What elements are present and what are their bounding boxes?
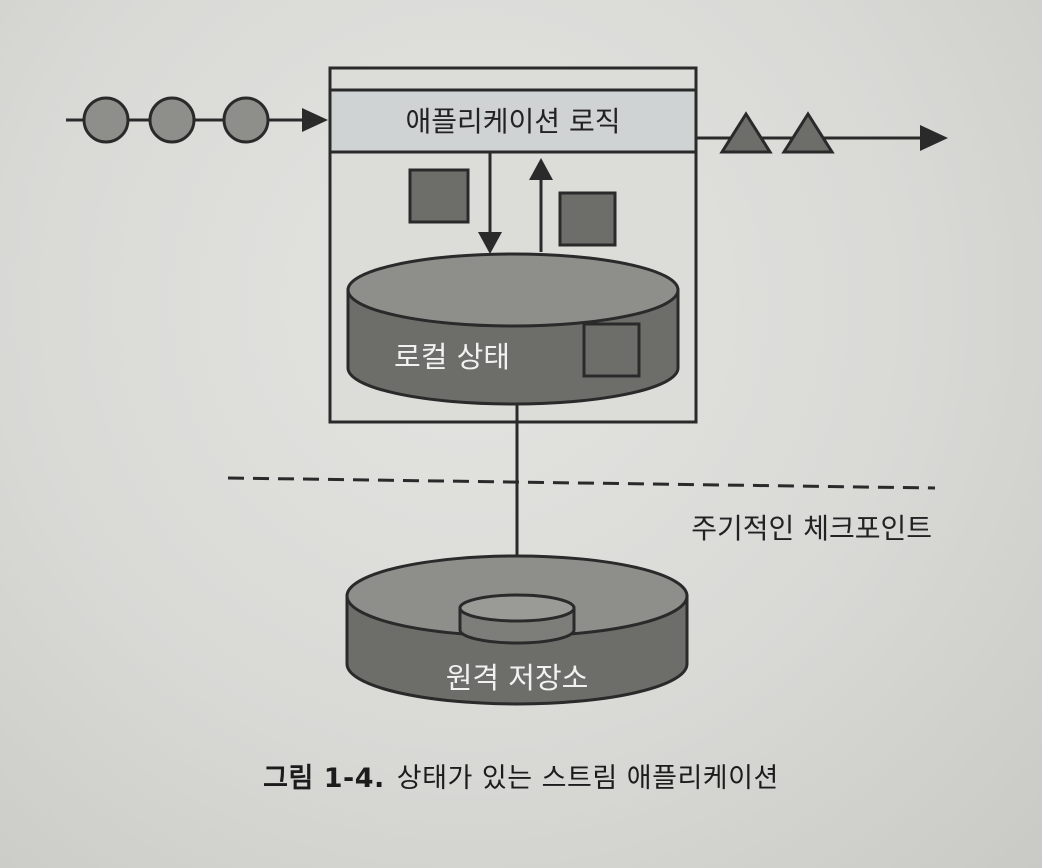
local-state-label: 로컬 상태 [394, 340, 510, 374]
state-item-square [558, 191, 617, 247]
remote-storage-cylinder: 원격 저장소 [345, 554, 689, 706]
figure-caption-text: 상태가 있는 스트림 애플리케이션 [396, 763, 779, 794]
application-logic-label: 애플리케이션 로직 [406, 105, 621, 138]
output-events [719, 111, 835, 154]
input-arrowhead [302, 108, 328, 132]
input-events [82, 96, 270, 144]
remote-storage-label: 원격 저장소 [446, 661, 589, 695]
state-item-square [408, 168, 470, 224]
snapshot-cylinder-top [458, 593, 576, 623]
output-event-triangle [781, 111, 835, 154]
state-item-square [582, 322, 641, 378]
local-state-cylinder: 로컬 상태 [346, 252, 680, 406]
read-state-arrowhead [529, 158, 553, 180]
figure-caption-label: 그림 1-4. [263, 763, 385, 794]
output-event-triangle [719, 111, 773, 154]
application-logic-box [328, 88, 698, 154]
checkpoint-divider [227, 476, 936, 490]
input-event-circle [82, 96, 130, 144]
input-event-circle [148, 96, 196, 144]
output-arrowhead [920, 125, 948, 151]
input-event-circle [222, 96, 270, 144]
local-state-cylinder-top [346, 252, 680, 328]
checkpoint-label: 주기적인 체크포인트 [691, 512, 932, 545]
figure-caption: 그림 1-4. 상태가 있는 스트림 애플리케이션 [0, 756, 1042, 795]
write-state-arrowhead [478, 232, 502, 254]
